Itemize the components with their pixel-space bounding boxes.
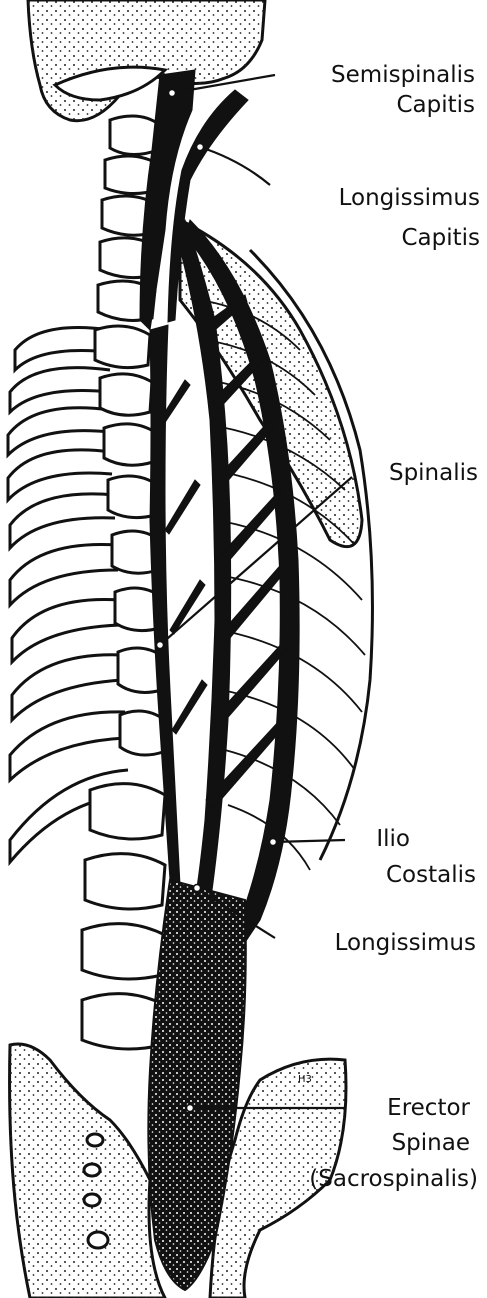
label-longissimus-capitis-line1: Longissimus xyxy=(339,185,480,211)
label-longissimus: Longissimus xyxy=(335,930,476,956)
corner-mark: H3 xyxy=(298,1074,312,1085)
label-semispinalis-capitis-line1: Semispinalis xyxy=(331,62,475,88)
label-iliocostalis-line2: Costalis xyxy=(386,862,476,888)
label-semispinalis-capitis-line2: Capitis xyxy=(396,92,475,118)
label-iliocostalis-line1: Ilio xyxy=(376,826,410,852)
label-erector-spinae-line1: Erector xyxy=(387,1095,470,1121)
label-erector-spinae-line3: (Sacrospinalis) xyxy=(309,1166,478,1192)
label-erector-spinae-line2: Spinae xyxy=(392,1130,470,1156)
labels: Semispinalis Capitis Longissimus Capitis… xyxy=(309,62,480,1192)
label-longissimus-capitis-line2: Capitis xyxy=(401,225,480,251)
label-spinalis: Spinalis xyxy=(389,460,478,486)
